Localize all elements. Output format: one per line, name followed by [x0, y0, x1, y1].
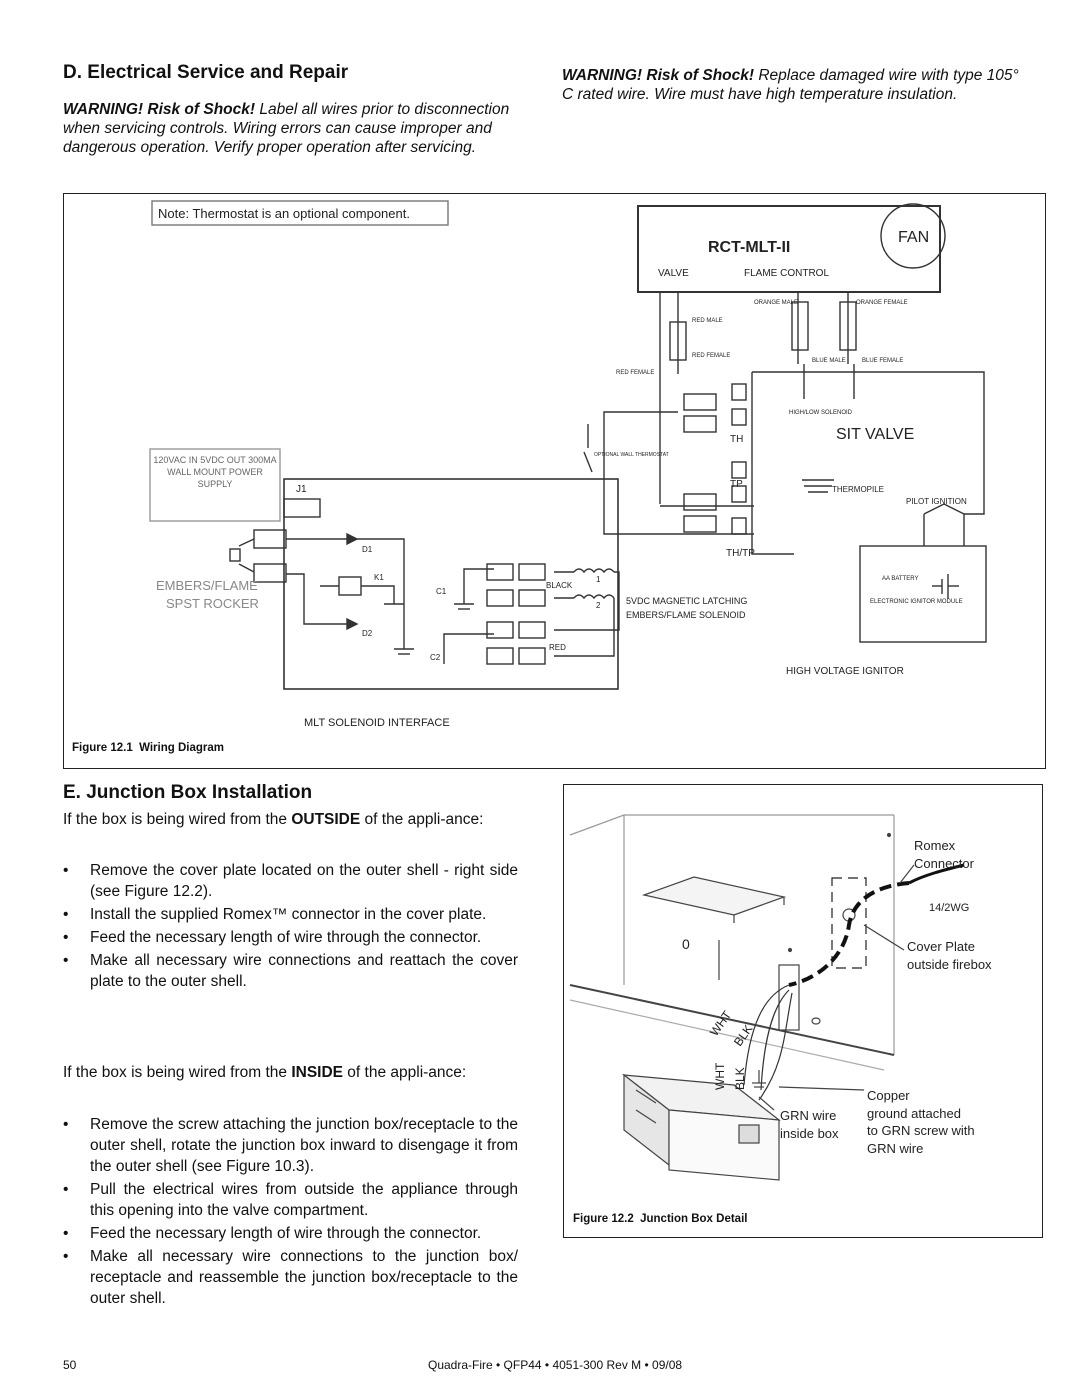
zero-label: 0 [682, 936, 690, 952]
red-male-label: RED MALE [692, 318, 723, 324]
inside-bullet-1: Remove the screw attaching the junction … [63, 1114, 518, 1177]
orange-male-label: ORANGE MALE [754, 300, 798, 306]
module-box [637, 205, 941, 293]
red-female-2-label: RED FEMALE [616, 370, 654, 376]
inside-intro-c: of the appli-ance: [343, 1064, 467, 1081]
rocker-label-1: EMBERS/FLAME [156, 578, 258, 593]
outside-bullet-2: Install the supplied Romex™ connector in… [63, 904, 518, 925]
cover-label-2: outside firebox [907, 957, 992, 972]
wht-2-label: WHT [713, 1062, 727, 1090]
inside-bullet-3: Feed the necessary length of wire throug… [63, 1223, 518, 1244]
power-supply-box [149, 448, 281, 522]
d2-label: D2 [362, 629, 373, 638]
inside-intro: If the box is being wired from the INSID… [63, 1063, 518, 1082]
outside-bullets: Remove the cover plate located on the ou… [63, 860, 518, 994]
j1-label: J1 [296, 484, 307, 495]
black-label: BLACK [546, 581, 573, 590]
blk-2-label: BLK [733, 1067, 747, 1090]
valve-label: VALVE [658, 268, 689, 279]
c2-label: C2 [430, 653, 441, 662]
inside-intro-b: INSIDE [291, 1064, 343, 1081]
rocker-label-2: SPST ROCKER [166, 596, 259, 611]
romex-label-2: Connector [914, 856, 975, 871]
orange-female-label: ORANGE FEMALE [856, 300, 908, 306]
magnetic-label-2: EMBERS/FLAME SOLENOID [626, 610, 746, 620]
outside-intro-b: OUTSIDE [291, 811, 361, 828]
ignitor-module-label: ELECTRONIC IGNITOR MODULE [870, 599, 963, 605]
figure-12-1-title: Wiring Diagram [139, 742, 224, 754]
coil-2-label: 2 [596, 601, 601, 610]
cover-label-1: Cover Plate [907, 939, 975, 954]
hilo-label: HIGH/LOW SOLENOID [789, 410, 853, 416]
warning-right-text: Replace damaged wire with type 105° C ra… [562, 67, 1019, 103]
inside-bullet-4: Make all necessary wire connections to t… [63, 1246, 518, 1309]
c1-label: C1 [436, 587, 447, 596]
interface-label: MLT SOLENOID INTERFACE [304, 717, 450, 729]
blue-female-label: BLUE FEMALE [862, 358, 903, 364]
inside-intro-a: If the box is being wired from the [63, 1064, 292, 1081]
note-box [151, 200, 449, 226]
figure-12-2-label: Figure 12.2 [573, 1213, 634, 1225]
figure-12-2-caption: Figure 12.2 Junction Box Detail [573, 1213, 747, 1225]
optional-thermostat-label: OPTIONAL WALL THERMOSTAT [594, 452, 669, 458]
thtp-label: TH/TP [726, 548, 755, 559]
copper-label-4: GRN wire [867, 1141, 923, 1156]
warning-left: WARNING! Risk of Shock! Label all wires … [63, 100, 518, 157]
coil-1-label: 1 [596, 575, 601, 584]
outside-intro-a: If the box is being wired from the [63, 811, 292, 828]
sit-valve-label: SIT VALVE [836, 426, 914, 443]
copper-label-1: Copper [867, 1088, 910, 1103]
warning-right-bold: WARNING! Risk of Shock! [562, 67, 755, 84]
warning-right: WARNING! Risk of Shock! Replace damaged … [562, 66, 1022, 104]
inside-bullet-2: Pull the electrical wires from outside t… [63, 1179, 518, 1221]
fan-circle [880, 203, 946, 269]
outside-intro: If the box is being wired from the OUTSI… [63, 810, 518, 829]
thermopile-label: THERMOPILE [832, 485, 884, 494]
pilot-label: PILOT IGNITION [906, 497, 967, 506]
warning-left-bold: WARNING! Risk of Shock! [63, 101, 256, 118]
d1-label: D1 [362, 545, 373, 554]
doc-info: Quadra-Fire • QFP44 • 4051-300 Rev M • 0… [428, 1358, 683, 1372]
junction-box-frame: Romex Connector 14/2WG Cover Plate outsi… [563, 784, 1043, 1238]
flame-control-label: FLAME CONTROL [744, 268, 829, 279]
k1-label: K1 [374, 573, 384, 582]
blue-male-label: BLUE MALE [812, 358, 846, 364]
romex-label-1: Romex [914, 838, 956, 853]
th-label: TH [730, 434, 743, 445]
wht-label: WHT [707, 1008, 735, 1039]
aa-battery-label: AA BATTERY [882, 576, 918, 582]
section-d-heading: D. Electrical Service and Repair [63, 62, 349, 83]
warning-left-text: Label all wires prior to disconnection w… [63, 101, 510, 156]
copper-label-2: ground attached [867, 1106, 961, 1121]
figure-12-2-title: Junction Box Detail [640, 1213, 748, 1225]
module-label: RCT-MLT-II [708, 239, 790, 256]
grn-label-1: GRN wire [780, 1108, 836, 1123]
junction-box-diagram: Romex Connector 14/2WG Cover Plate outsi… [569, 814, 992, 1181]
tp-label: TP [730, 479, 743, 490]
figure-12-1-caption: Figure 12.1 Wiring Diagram [72, 742, 224, 754]
inside-bullets: Remove the screw attaching the junction … [63, 1114, 518, 1311]
red-female-label: RED FEMALE [692, 353, 730, 359]
grn-label-2: inside box [780, 1126, 839, 1141]
outside-bullet-1: Remove the cover plate located on the ou… [63, 860, 518, 902]
red-label: RED [549, 643, 566, 652]
wiring-diagram-frame: Note: Thermostat is an optional componen… [63, 193, 1046, 769]
page-number: 50 [63, 1358, 77, 1372]
power-supply-label: 120VAC IN 5VDC OUT 300MA WALL MOUNT POWE… [153, 455, 277, 489]
outside-bullet-3: Feed the necessary length of wire throug… [63, 927, 518, 948]
outside-intro-c: of the appli-ance: [360, 811, 484, 828]
ignitor-module-box [859, 545, 987, 643]
note-text: Note: Thermostat is an optional componen… [158, 206, 410, 221]
fan-label: FAN [898, 229, 929, 246]
figure-12-1-label: Figure 12.1 [72, 742, 133, 754]
magnetic-label-1: 5VDC MAGNETIC LATCHING [626, 596, 747, 606]
interface-box [283, 478, 619, 690]
wiring-diagram: Note: Thermostat is an optional componen… [149, 200, 987, 729]
section-e-heading: E. Junction Box Installation [63, 782, 313, 803]
outside-bullet-4: Make all necessary wire connections and … [63, 950, 518, 992]
hv-ignitor-label: HIGH VOLTAGE IGNITOR [786, 666, 904, 677]
wire-gauge-label: 14/2WG [929, 902, 969, 914]
copper-label-3: to GRN screw with [867, 1123, 975, 1138]
